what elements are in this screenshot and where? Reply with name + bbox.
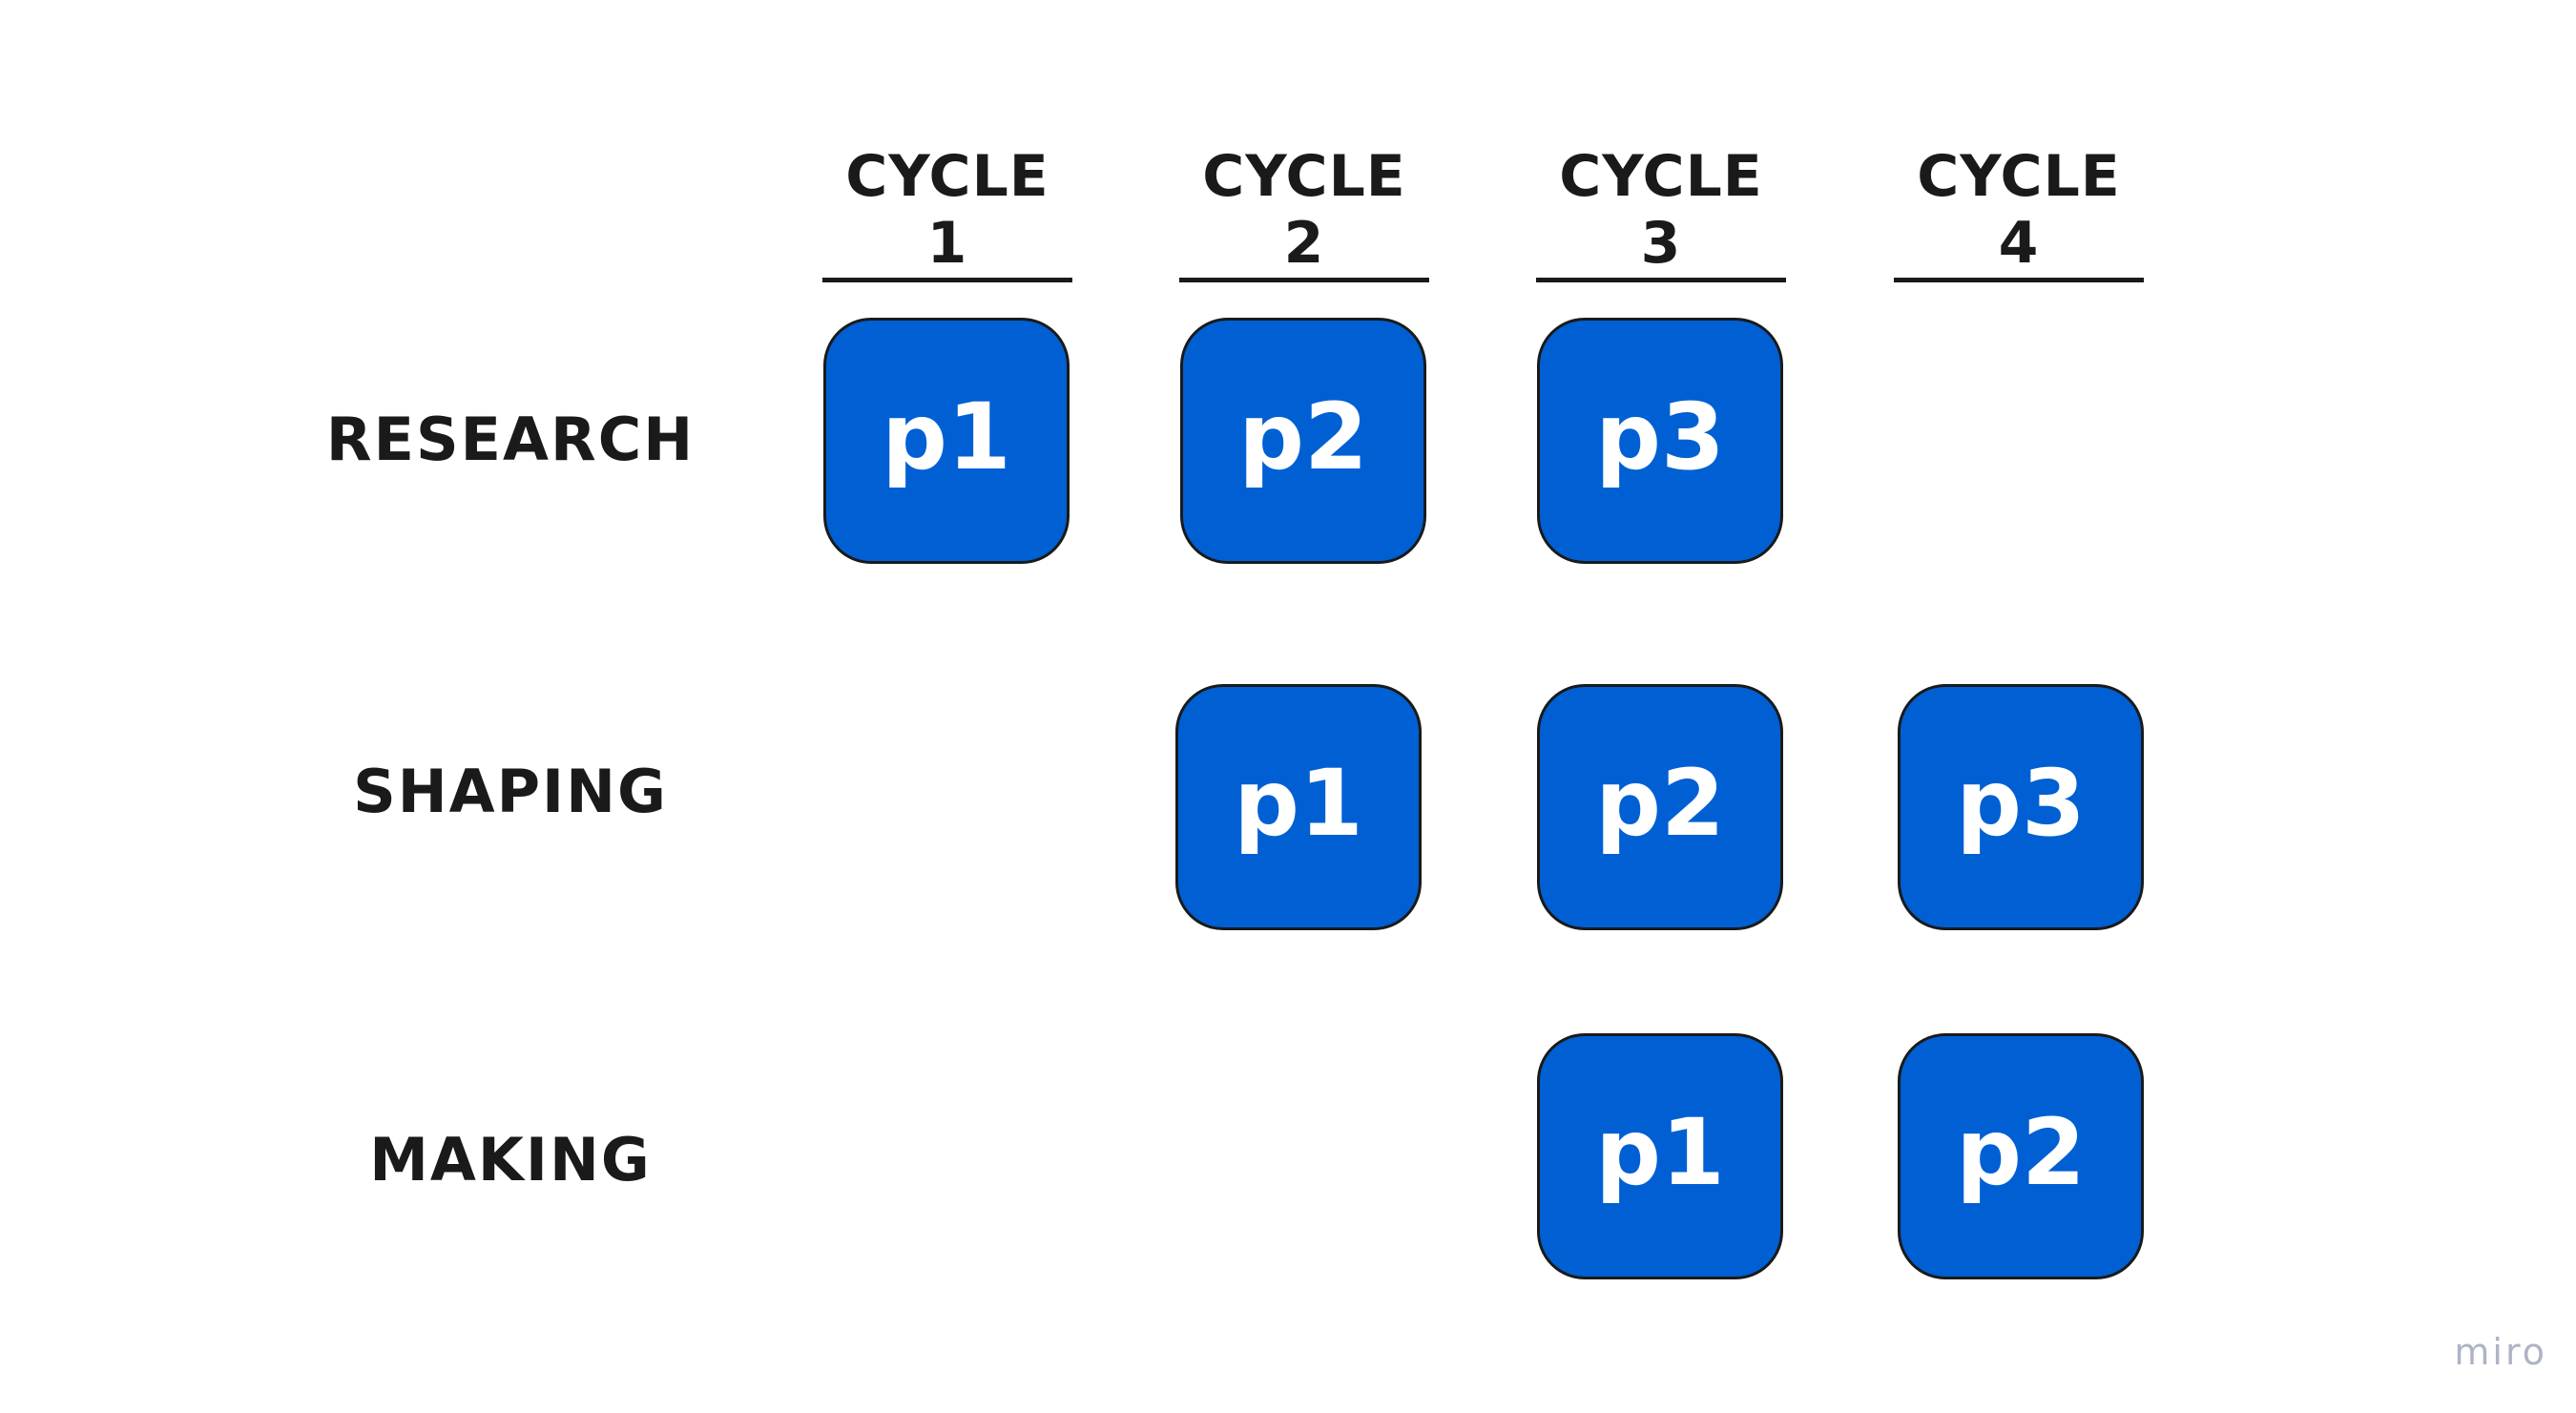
card-making-cycle-4[interactable]: p2: [1898, 1033, 2144, 1279]
card-shaping-cycle-2[interactable]: p1: [1175, 684, 1422, 930]
column-header-label: CYCLE 1: [822, 143, 1072, 282]
column-header-cycle-3: CYCLE 3: [1536, 143, 1786, 282]
column-header-cycle-1: CYCLE 1: [822, 143, 1072, 282]
column-header-label: CYCLE 4: [1894, 143, 2144, 282]
column-header-label: CYCLE 2: [1179, 143, 1429, 282]
row-label-research: RESEARCH: [325, 405, 696, 474]
column-header-cycle-4: CYCLE 4: [1894, 143, 2144, 282]
row-label-making: MAKING: [369, 1125, 652, 1195]
card-research-cycle-2[interactable]: p2: [1180, 318, 1426, 564]
column-header-label: CYCLE 3: [1536, 143, 1786, 282]
card-making-cycle-3[interactable]: p1: [1537, 1033, 1783, 1279]
card-research-cycle-3[interactable]: p3: [1537, 318, 1783, 564]
row-label-shaping: SHAPING: [353, 757, 668, 826]
column-header-cycle-2: CYCLE 2: [1179, 143, 1429, 282]
miro-logo: miro: [2454, 1331, 2547, 1373]
card-research-cycle-1[interactable]: p1: [823, 318, 1070, 564]
card-shaping-cycle-4[interactable]: p3: [1898, 684, 2144, 930]
card-shaping-cycle-3[interactable]: p2: [1537, 684, 1783, 930]
